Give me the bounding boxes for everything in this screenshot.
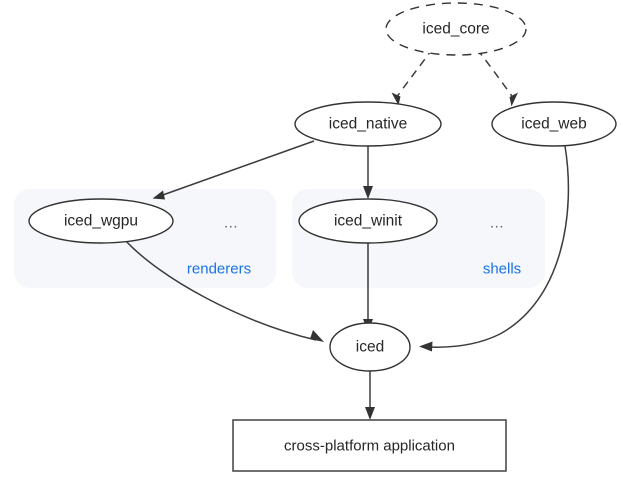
cluster-shells-ellipsis: ... [490,215,504,232]
node-application-shape[interactable] [232,419,507,472]
node-iced-winit-shape[interactable] [298,198,438,244]
node-application-label: cross-platform application [284,438,455,455]
cluster-renderers-ellipsis: ... [224,215,238,232]
node-iced-wgpu-shape[interactable] [28,198,174,244]
node-iced-core-shape[interactable] [385,2,527,56]
node-iced-winit[interactable]: iced_winit [298,198,438,244]
edge-iced-core-to-iced-web [476,48,518,107]
cluster-shells-label: shells [483,261,521,278]
edge-iced-web-to-iced [419,145,570,352]
cluster-renderers-label: renderers [187,261,251,278]
edge-iced-wgpu-to-iced [124,239,324,342]
node-iced-core[interactable]: iced_core [385,2,527,56]
node-iced-winit-label: iced_winit [334,213,403,230]
node-iced-web-label: iced_web [521,116,587,133]
edge-iced-native-to-iced-winit [363,146,373,199]
node-cross-platform-application[interactable]: cross-platform application [232,419,507,472]
node-iced-label: iced [356,339,384,356]
node-iced-native[interactable]: iced_native [294,101,442,147]
node-iced[interactable]: iced [329,322,411,372]
edge-iced-native-to-iced-wgpu [152,140,315,200]
node-iced-shape[interactable] [329,322,411,372]
node-iced-wgpu-label: iced_wgpu [64,213,138,230]
node-iced-native-shape[interactable] [294,101,442,147]
node-iced-core-label: iced_core [422,21,489,38]
node-iced-native-label: iced_native [329,116,407,133]
node-iced-web[interactable]: iced_web [491,101,617,147]
edge-iced-core-to-iced-native [391,47,434,106]
node-iced-web-shape[interactable] [491,101,617,147]
node-iced-wgpu[interactable]: iced_wgpu [28,198,174,244]
edge-iced-to-application [365,371,375,420]
